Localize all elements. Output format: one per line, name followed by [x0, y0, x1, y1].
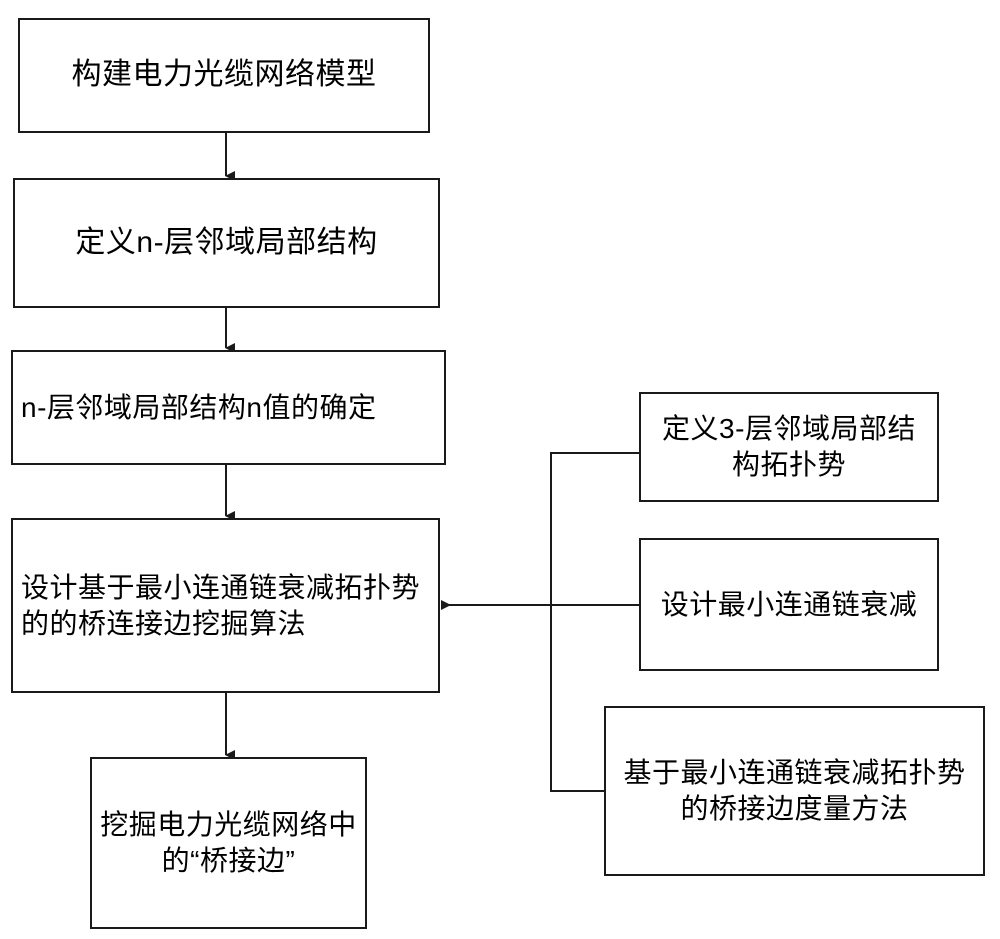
- node-mine-bridge-edges: 挖掘电力光缆网络中的“桥接边”: [90, 757, 367, 929]
- node-label: 设计基于最小连通链衰减拓扑势的的桥连接边挖掘算法: [21, 571, 421, 639]
- node-design-bridge-edge-algorithm: 设计基于最小连通链衰减拓扑势的的桥连接边挖掘算法: [11, 518, 440, 693]
- node-label: n-层邻域局部结构n值的确定: [21, 391, 377, 423]
- node-bridge-edge-measure-method: 基于最小连通链衰减拓扑势的桥接边度量方法: [604, 706, 985, 876]
- node-label: 设计最小连通链衰减: [660, 588, 918, 620]
- node-design-min-connected-chain-decay: 设计最小连通链衰减: [639, 538, 939, 671]
- edge-n6-bus: [550, 452, 639, 605]
- node-label: 定义n-层邻域局部结构: [75, 225, 378, 259]
- edge-n8-bus: [550, 605, 604, 792]
- node-define-3-layer-topology-potential: 定义3-层邻域局部结构拓扑势: [639, 392, 939, 502]
- node-label: 构建电力光缆网络模型: [71, 58, 377, 92]
- node-label: 定义3-层邻域局部结构拓扑势: [662, 413, 916, 480]
- node-determine-n-value: n-层邻域局部结构n值的确定: [11, 350, 446, 465]
- node-build-network-model: 构建电力光缆网络模型: [18, 18, 430, 133]
- node-define-n-layer-structure: 定义n-层邻域局部结构: [13, 178, 440, 308]
- node-label: 挖掘电力光缆网络中的“桥接边”: [100, 809, 357, 876]
- node-label: 基于最小连通链衰减拓扑势的桥接边度量方法: [623, 757, 966, 824]
